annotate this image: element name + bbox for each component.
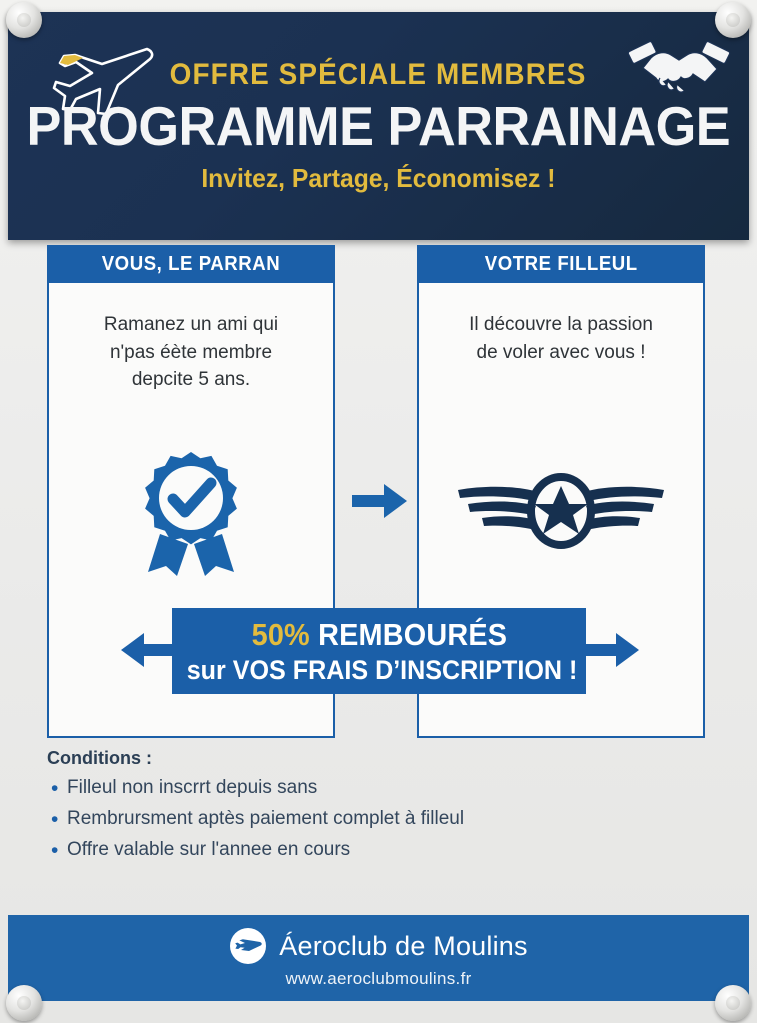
- footer-club-name: Áeroclub de Moulins: [279, 930, 528, 961]
- arrow-right-icon: [352, 484, 407, 518]
- arrow-right-icon: [584, 633, 639, 667]
- column-parrain-text: Ramanez un ami qui n'pas éète membre dep…: [103, 314, 279, 391]
- flow-arrow: [350, 481, 410, 521]
- bolt-bottom-right: [715, 985, 751, 1021]
- refund-label: REMBOURÉS: [309, 617, 507, 652]
- refund-banner: 50% REMBOURÉS sur VOS FRAIS D’INSCRIPTIO…: [172, 608, 586, 694]
- pilot-wings-star-icon: [458, 473, 664, 549]
- list-item: Offre valable sur l'annee en cours: [47, 834, 647, 868]
- footer-brand-row: Áeroclub de Moulins: [229, 927, 528, 965]
- handshake-icon: [627, 40, 731, 93]
- conditions-list: Filleul non inscrrt depuis sans Rembrurs…: [47, 772, 647, 868]
- header-kicker: OFFRE SPÉCIALE MEMBRES: [170, 58, 587, 92]
- bolt-top-right: [715, 2, 751, 38]
- arrow-left-icon: [121, 633, 176, 667]
- refund-banner-section: 50% REMBOURÉS sur VOS FRAIS D’INSCRIPTIO…: [0, 600, 757, 700]
- bolt-bottom-left: [6, 985, 42, 1021]
- bolt-top-left: [6, 2, 42, 38]
- award-rosette-check-icon: [145, 452, 237, 576]
- header-subtitle: Invitez, Partage, Économisez !: [201, 162, 556, 193]
- column-filleul-heading: VOTRE FILLEUL: [417, 245, 705, 283]
- poster-footer: Áeroclub de Moulins www.aeroclubmoulins.…: [8, 915, 749, 1001]
- column-filleul-text: Il découvre la passion de voler avec vou…: [469, 314, 653, 363]
- poster-header: OFFRE SPÉCIALE MEMBRES PROGRAMME PARRAIN…: [8, 12, 749, 240]
- list-item: Rembrursment aptès paiement complet à fi…: [47, 803, 647, 837]
- conditions-section: Conditions : Filleul non inscrrt depuis …: [47, 748, 647, 868]
- page-title: PROGRAMME PARRAINAGE: [26, 95, 731, 158]
- list-item: Filleul non inscrrt depuis sans: [47, 772, 647, 806]
- column-parrain-art: [49, 448, 333, 578]
- refund-banner-line1: 50% REMBOURÉS: [172, 617, 586, 653]
- conditions-title: Conditions :: [47, 748, 152, 768]
- refund-banner-line2: sur VOS FRAIS D’INSCRIPTION !: [186, 655, 578, 685]
- footer-website-url[interactable]: www.aeroclubmoulins.fr: [285, 969, 472, 988]
- column-parrain-heading: VOUS, LE PARRAN: [47, 245, 335, 283]
- airplane-outline-icon: [52, 47, 154, 116]
- refund-percent: 50%: [251, 617, 310, 652]
- column-filleul-art: [419, 448, 703, 578]
- airplane-circle-logo-icon: [230, 928, 267, 964]
